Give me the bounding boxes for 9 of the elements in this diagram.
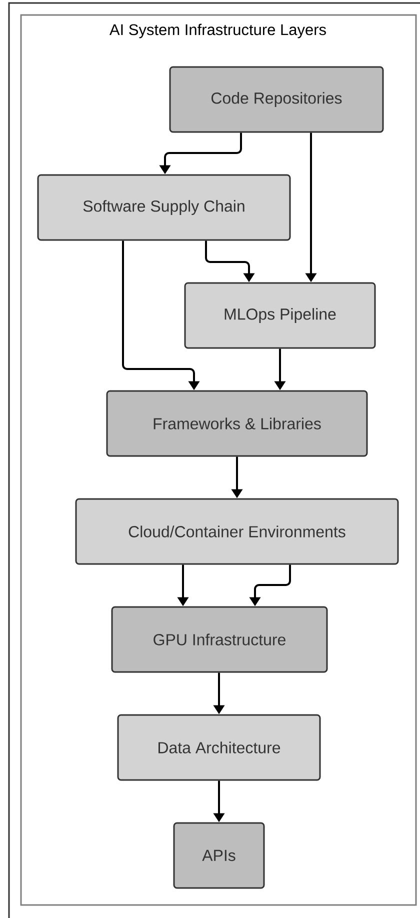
layer-box: Frameworks & Libraries bbox=[106, 390, 368, 457]
layer-box: APIs bbox=[173, 822, 265, 889]
layer-box: Software Supply Chain bbox=[37, 174, 291, 241]
layer-box: GPU Infrastructure bbox=[111, 606, 328, 673]
layer-box: Code Repositories bbox=[169, 66, 384, 133]
layer-box: Data Architecture bbox=[117, 714, 321, 781]
layer-box: Cloud/Container Environments bbox=[75, 498, 399, 565]
title: AI System Infrastructure Layers bbox=[110, 24, 326, 38]
layer-box: MLOps Pipeline bbox=[184, 282, 376, 349]
